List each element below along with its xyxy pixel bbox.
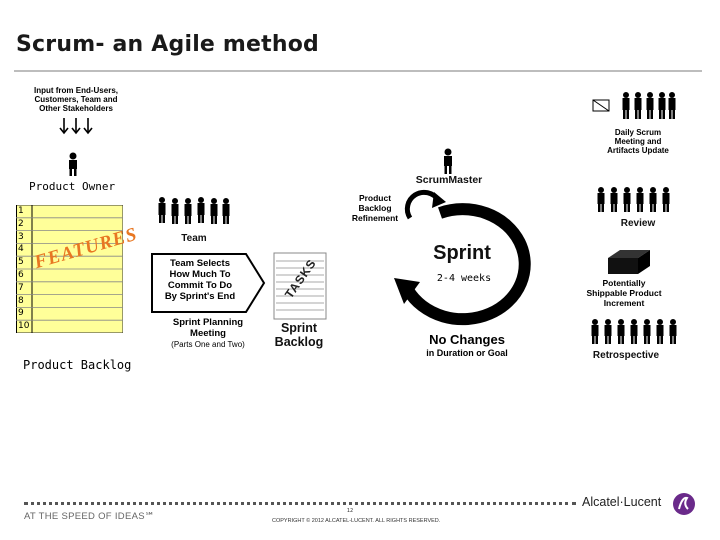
- backlog-row: 10: [18, 321, 30, 332]
- backlog-row-numbers: 1 2 3 4 5 6 7 8 9 10: [18, 205, 32, 333]
- product-owner-icon: [69, 152, 77, 176]
- input-line-2: Customers, Team and: [34, 95, 118, 105]
- backlog-row: 8: [18, 295, 24, 306]
- sprint-planning-sub: (Parts One and Two): [171, 339, 245, 349]
- no-changes-sub: in Duration or Goal: [426, 347, 508, 358]
- copyright-text: COPYRIGHT © 2012 ALCATEL-LUCENT. ALL RIG…: [272, 518, 441, 524]
- backlog-row: 1: [18, 206, 24, 216]
- daily-scrum-label: Daily Scrum Meeting and Artifacts Update: [596, 128, 680, 156]
- increment-box-icon: [608, 250, 650, 274]
- backlog-row: 3: [18, 231, 24, 242]
- sprint-planning-line: Sprint Planning: [172, 317, 244, 328]
- scrum-master-icon: [444, 148, 452, 174]
- team-selects-line: How Much To: [169, 268, 231, 280]
- backlog-refinement-label: Product Backlog Refinement: [344, 193, 406, 223]
- review-label: Review: [620, 218, 656, 229]
- retrospective-label: Retrospective: [592, 350, 660, 361]
- backlog-row: 6: [18, 269, 24, 280]
- backlog-row: 5: [18, 257, 24, 268]
- refinement-line: Refinement: [351, 212, 399, 223]
- increment-line: Increment: [603, 297, 645, 308]
- sprint-planning-line: Meeting: [190, 327, 226, 339]
- backlog-row: 4: [18, 244, 24, 255]
- product-backlog-table: 1 2 3 4 5 6 7 8 9 10 FEATURES: [15, 204, 140, 334]
- backlog-row: 7: [18, 282, 24, 293]
- slide-title: Scrum- an Agile method: [16, 32, 320, 57]
- product-owner-label: Product Owner: [29, 180, 116, 193]
- no-changes-label: No Changes in Duration or Goal: [404, 332, 530, 358]
- increment-label: Potentially Shippable Product Increment: [574, 278, 674, 308]
- team-selects-arrow-shape: [151, 253, 266, 313]
- team-people-icon: [158, 197, 230, 224]
- team-label: Team: [181, 233, 207, 244]
- increment-line: Shippable Product: [586, 287, 662, 298]
- sprint-center: [420, 236, 504, 288]
- sprint-duration: 2-4 weeks: [436, 273, 492, 284]
- daily-scrum-line: Meeting and: [614, 137, 662, 147]
- input-arrows-icon: [59, 117, 93, 134]
- backlog-row: 9: [18, 308, 24, 319]
- scrum-master-label: ScrumMaster: [415, 174, 483, 186]
- brand-wordmark: Alcatel·Lucent: [582, 495, 662, 509]
- footer-dotted-rule: [24, 502, 576, 505]
- review-people-icon: [597, 187, 670, 212]
- sprint-planning-label: Sprint Planning Meeting (Parts One and T…: [152, 317, 264, 349]
- alcatel-lucent-logo-icon: [673, 493, 695, 515]
- daily-scrum-line: Daily Scrum: [614, 128, 662, 137]
- team-selects-text: Team Selects How Much To Commit To Do By…: [152, 258, 248, 303]
- sprint-cycle-icon: [394, 189, 531, 326]
- sprint-backlog-line: Sprint: [280, 321, 318, 335]
- no-changes-title: No Changes: [429, 332, 505, 347]
- increment-line: Potentially: [602, 278, 646, 288]
- refinement-line: Product: [358, 193, 392, 203]
- retrospective-people-icon: [591, 319, 677, 344]
- sprint-backlog-line: Backlog: [274, 335, 324, 350]
- input-line-3: Other Stakeholders: [39, 104, 113, 114]
- team-selects-line: By Sprint's End: [164, 290, 236, 302]
- daily-scrum-people-icon: [592, 92, 676, 119]
- team-selects-line: Commit To Do: [167, 279, 233, 291]
- input-line-1: Input from End-Users,: [33, 86, 118, 95]
- refinement-line: Backlog: [358, 202, 392, 213]
- sprint-backlog-label: Sprint Backlog: [266, 321, 332, 350]
- product-backlog-label: Product Backlog: [23, 358, 132, 372]
- daily-scrum-line: Artifacts Update: [607, 146, 669, 156]
- page-number: 12: [346, 508, 354, 514]
- footer-tagline: AT THE SPEED OF IDEAS℠: [24, 511, 155, 522]
- title-divider: [14, 70, 702, 72]
- sprint-backlog-sheet-icon: [273, 252, 327, 320]
- sprint-label: Sprint: [433, 242, 491, 264]
- input-panel: Input from End-Users, Customers, Team an…: [24, 86, 128, 176]
- team-selects-line: Team Selects: [169, 258, 231, 269]
- backlog-row: 2: [18, 218, 24, 229]
